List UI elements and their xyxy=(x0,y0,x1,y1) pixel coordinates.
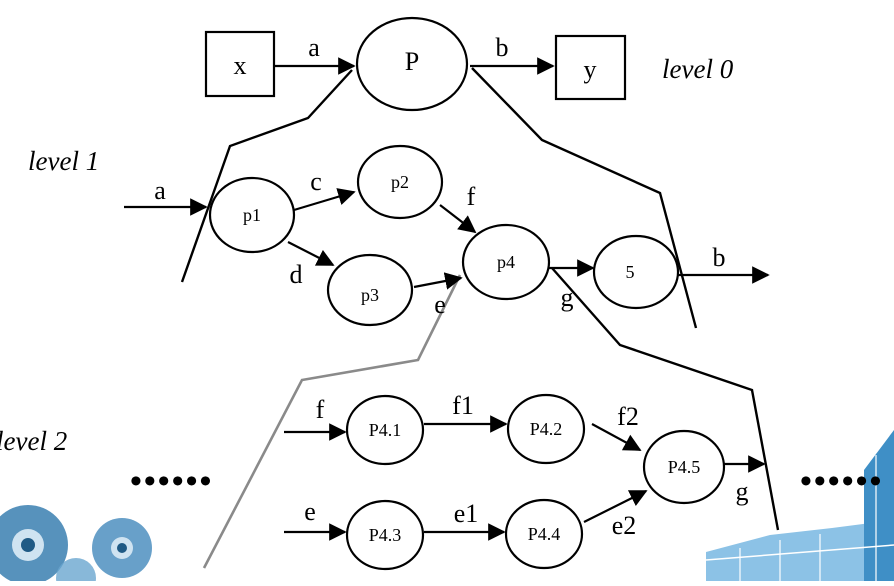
boundary-left-level1 xyxy=(202,274,462,569)
flow-c xyxy=(293,188,356,212)
process-p4-2-label: P4.2 xyxy=(530,419,563,439)
flow-e-label-level2: e xyxy=(304,497,316,526)
boundary-right-level0 xyxy=(471,67,698,329)
flow-e1-label: e1 xyxy=(454,499,479,528)
external-entity-y xyxy=(554,34,627,101)
flow-f2-label: f2 xyxy=(617,402,639,431)
level-2-label: level 2 xyxy=(0,426,67,456)
process-p4-3 xyxy=(345,499,425,571)
process-p2 xyxy=(356,144,444,220)
flow-e-label-level1: e xyxy=(434,290,446,319)
process-p4-2 xyxy=(506,393,586,465)
flow-f-label-level1: f xyxy=(467,182,476,211)
process-p1 xyxy=(208,176,296,254)
flow-f-level1 xyxy=(439,204,477,234)
process-p4-4 xyxy=(504,498,584,570)
flow-c-label: c xyxy=(310,167,322,196)
entity-y-label: y xyxy=(584,55,597,84)
flow-e-level1 xyxy=(413,272,463,290)
flow-d xyxy=(287,241,335,266)
external-entity-x xyxy=(204,30,276,98)
process-p4-5-label: P4.5 xyxy=(668,457,701,477)
flow-a-label-level1: a xyxy=(154,176,166,205)
gear-decoration-icon xyxy=(0,505,152,586)
process-5 xyxy=(592,234,680,310)
flow-f2 xyxy=(591,423,642,451)
process-p4 xyxy=(461,223,551,301)
flow-d-label: d xyxy=(290,260,303,289)
process-p2-label: p2 xyxy=(391,172,409,192)
level-1-label: level 1 xyxy=(28,146,99,176)
flow-e2 xyxy=(583,490,648,523)
flow-a-label-level0: a xyxy=(308,33,320,62)
level-0-label: level 0 xyxy=(662,54,734,84)
process-p3 xyxy=(326,253,414,327)
process-p4-4-label: P4.4 xyxy=(528,524,561,544)
flow-b-label-level1: b xyxy=(713,243,726,272)
building-decoration-icon xyxy=(705,430,894,581)
process-p xyxy=(355,16,469,112)
flow-f-label-level2: f xyxy=(316,395,325,424)
process-p1-label: p1 xyxy=(243,205,261,225)
flow-g-label-level1: g xyxy=(561,283,574,312)
process-p-label: P xyxy=(405,47,419,76)
process-p3-label: p3 xyxy=(361,285,379,305)
process-5-label: 5 xyxy=(626,262,635,282)
ellipsis-right: •••••• xyxy=(800,463,883,500)
process-p4-1 xyxy=(345,394,425,466)
entity-x-label: x xyxy=(234,51,247,80)
process-p4-5 xyxy=(642,429,726,505)
flow-f1-label: f1 xyxy=(452,391,474,420)
process-p4-1-label: P4.1 xyxy=(369,420,402,440)
flow-e2-label: e2 xyxy=(612,511,637,540)
process-p4-label: p4 xyxy=(497,252,515,272)
process-p4-3-label: P4.3 xyxy=(369,525,402,545)
flow-b-label-level0: b xyxy=(496,33,509,62)
flow-g-label-level2: g xyxy=(736,477,749,506)
ellipsis-left: •••••• xyxy=(130,463,213,500)
